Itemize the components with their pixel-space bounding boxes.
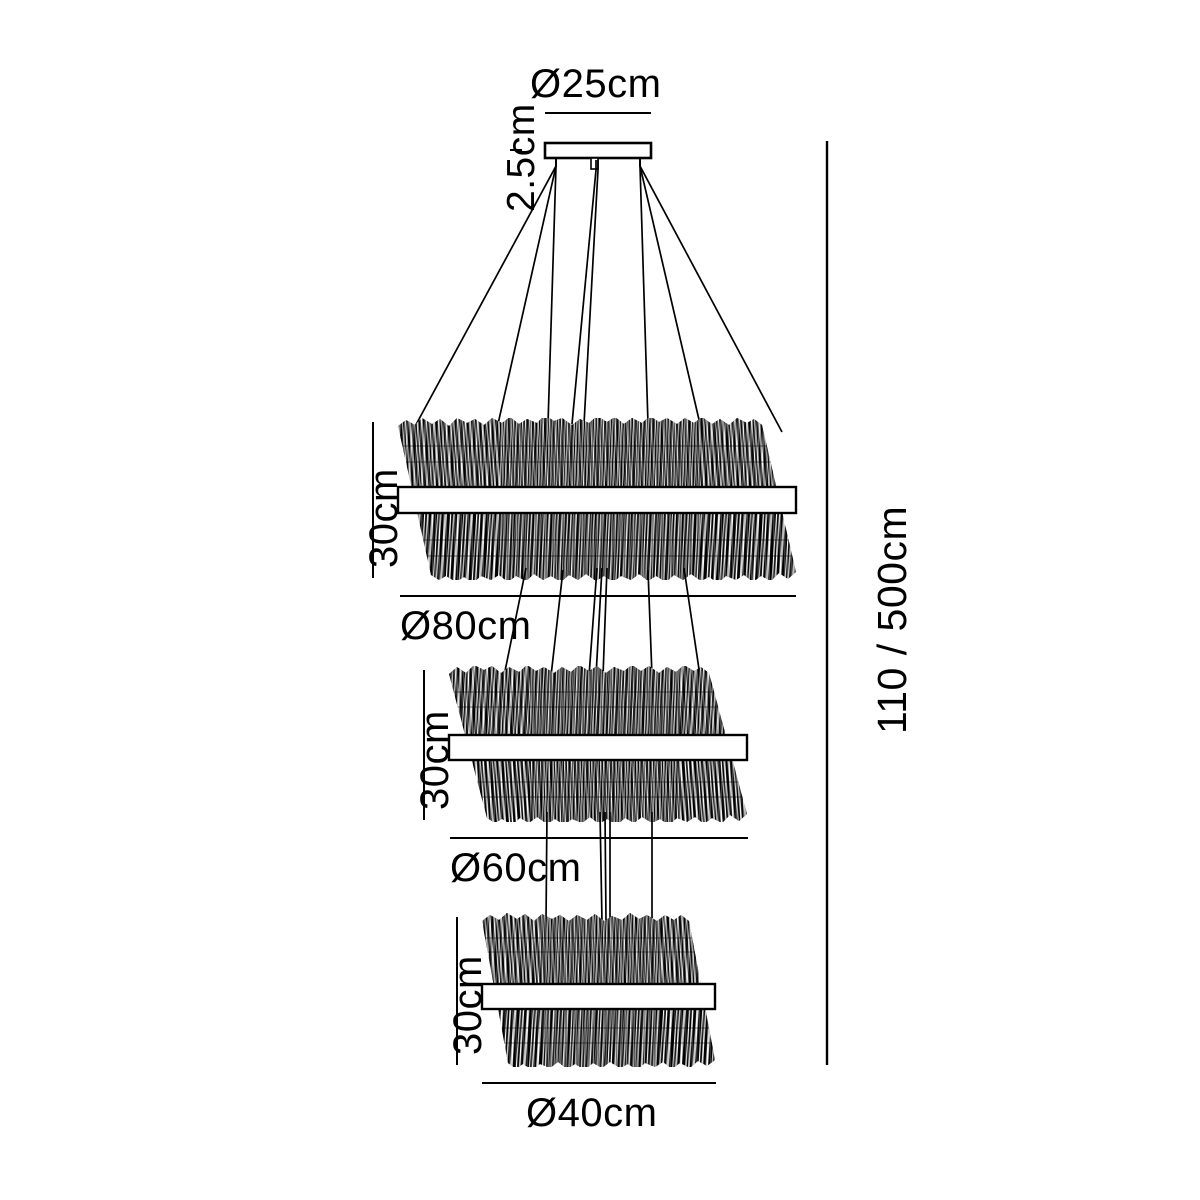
tier-2-height-label: 30cm	[413, 710, 457, 810]
suspension-cables-middle	[503, 567, 701, 677]
tier-2-diameter-label: Ø60cm	[450, 846, 582, 890]
canopy-height-label: 2.5cm	[500, 103, 543, 212]
suspension-cables-top	[411, 157, 783, 433]
ceiling-canopy	[543, 141, 653, 170]
tier-1-height-label: 30cm	[362, 468, 406, 568]
suspension-cables-bottom	[545, 811, 653, 923]
tier-3-shade	[480, 913, 717, 1067]
tier-3-height-label: 30cm	[446, 955, 490, 1055]
tier-1-diameter-label: Ø80cm	[400, 604, 532, 648]
tier-2-shade	[447, 666, 749, 822]
total-height-label: 110 / 500cm	[869, 505, 915, 734]
canopy-diameter-label: Ø25cm	[530, 62, 662, 106]
tier-3-diameter-label: Ø40cm	[526, 1091, 658, 1135]
tier-1-shade	[396, 418, 798, 580]
